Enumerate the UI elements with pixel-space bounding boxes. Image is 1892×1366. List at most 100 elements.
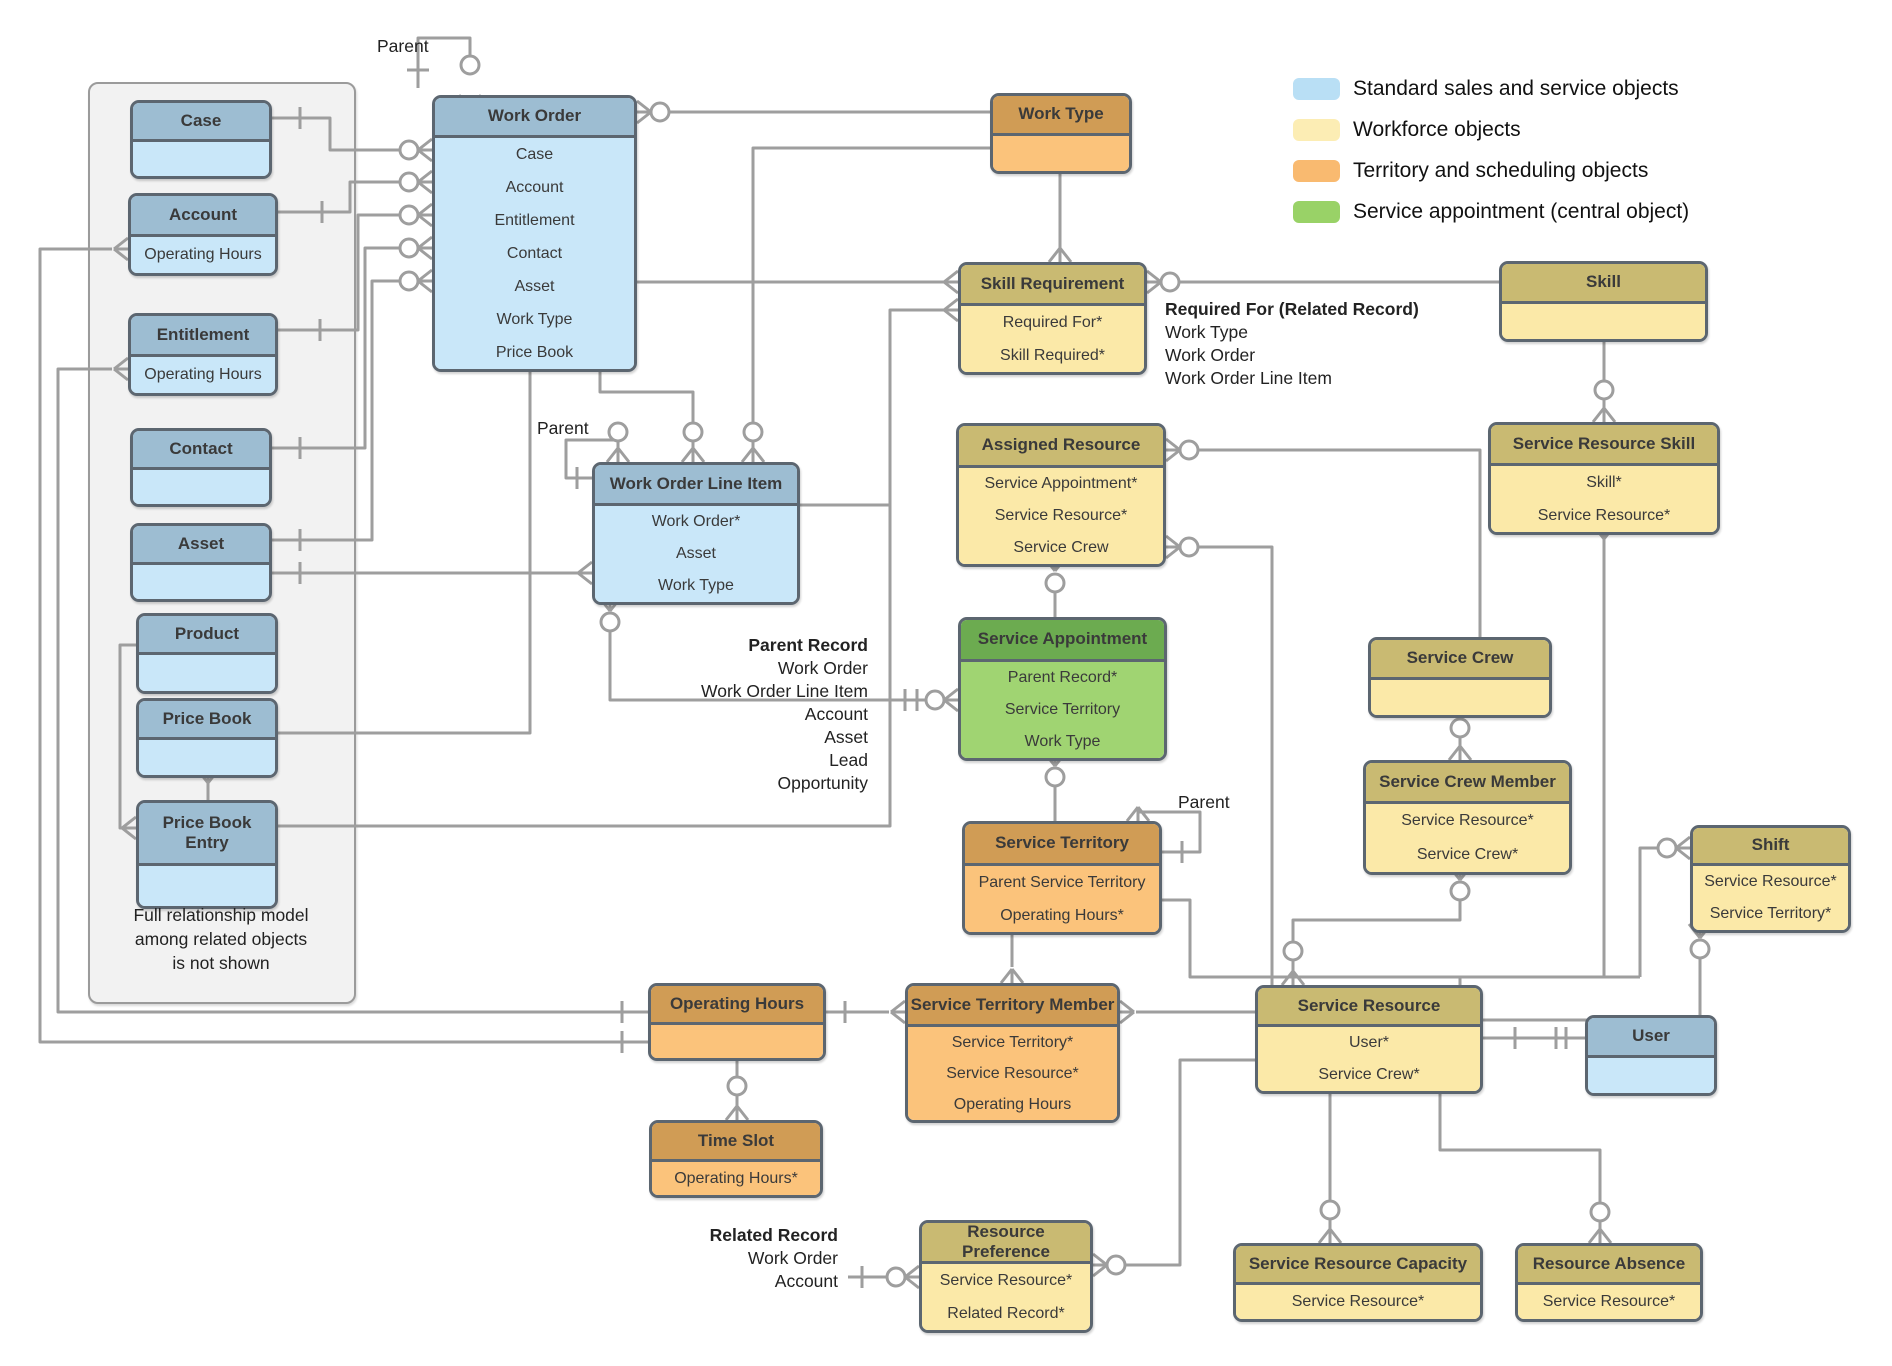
entity-field: Operating Hours xyxy=(144,246,262,263)
entity-body xyxy=(133,139,269,176)
entity-field: Work Type xyxy=(658,577,734,594)
entity-field: Service Territory* xyxy=(1709,905,1832,922)
entity-skill: Skill xyxy=(1499,261,1708,342)
entity-field: Parent Record* xyxy=(1007,669,1118,686)
entity-body xyxy=(1371,677,1549,715)
legend-label: Standard sales and service objects xyxy=(1353,77,1679,100)
entity-field: Service Resource* xyxy=(1542,1293,1676,1310)
entity-title: Resource Preference xyxy=(922,1223,1090,1261)
entity-title: Service Appointment xyxy=(961,620,1164,659)
annotation-line: Work Order xyxy=(777,658,868,678)
entity-contact: Contact xyxy=(130,428,272,507)
entity-field: Service Resource* xyxy=(1401,812,1534,829)
legend-item: Standard sales and service objects xyxy=(1293,74,1689,104)
entity-field: Entitlement xyxy=(494,211,575,229)
entity-body: Operating Hours* xyxy=(652,1159,820,1195)
entity-body: Service Resource* Related Record* xyxy=(922,1261,1090,1330)
entity-field: Service Resource* xyxy=(946,1064,1079,1082)
entity-body: Service Resource*Service Territory* xyxy=(1693,863,1848,930)
entity-body xyxy=(1588,1055,1714,1093)
entity-field: Parent Service Territory xyxy=(978,873,1146,891)
entity-field: Operating Hours xyxy=(144,366,262,383)
entity-title: Work Order Line Item xyxy=(595,465,797,503)
annotation-line: Parent Record xyxy=(748,635,868,655)
entity-field: Account xyxy=(505,178,564,196)
entity-title: Service Resource xyxy=(1258,988,1480,1024)
entity-body: User*Service Crew* xyxy=(1258,1024,1480,1091)
legend-item: Service appointment (central object) xyxy=(1293,197,1689,227)
entity-field: Price Book xyxy=(495,343,574,361)
legend-label: Territory and scheduling objects xyxy=(1353,159,1649,182)
legend-label: Workforce objects xyxy=(1353,118,1521,141)
annotation-line: Account xyxy=(774,1271,838,1291)
annotation-line: Opportunity xyxy=(777,773,868,793)
entity-body: Service Resource* xyxy=(1236,1282,1480,1319)
annotation-line: Asset xyxy=(824,727,868,747)
entity-title: Time Slot xyxy=(652,1123,820,1159)
entity-field: Service Territory* xyxy=(951,1033,1074,1051)
entity-field: Operating Hours* xyxy=(1000,906,1124,924)
entity-title: Skill xyxy=(1502,264,1705,301)
entity-title: Service Resource Skill xyxy=(1491,425,1717,463)
entity-field: Service Appointment* xyxy=(984,475,1138,492)
entity-title: Skill Requirement xyxy=(961,265,1144,303)
entity-field: Service Territory xyxy=(1004,701,1121,718)
note-line: among related objects xyxy=(134,929,308,949)
entity-field: Service Resource* xyxy=(1291,1293,1425,1310)
entity-title: Work Type xyxy=(993,96,1129,133)
entity-body: Service Resource* xyxy=(1518,1282,1700,1319)
parent-label: Parent xyxy=(1178,792,1230,812)
legend-swatch xyxy=(1293,160,1340,182)
entity-body: Required For*Skill Required* xyxy=(961,303,1144,372)
entity-field: User* xyxy=(1348,1034,1389,1051)
entity-title: Assigned Resource xyxy=(959,426,1163,465)
entity-title: Case xyxy=(133,103,269,139)
legend-swatch xyxy=(1293,201,1340,223)
entity-field: Related Record* xyxy=(947,1304,1065,1322)
annotation-line: Required For (Related Record) xyxy=(1165,299,1419,319)
entity-title: User xyxy=(1588,1018,1714,1055)
entity-title: Service Territory Member xyxy=(908,986,1117,1024)
entity-field: Asset xyxy=(675,545,716,562)
entity-field: Skill Required* xyxy=(1000,346,1105,364)
entity-title: Contact xyxy=(133,431,269,467)
entity-field: Service Resource* xyxy=(994,507,1128,524)
entity-service-crew: Service Crew xyxy=(1368,637,1552,718)
entity-field: Case xyxy=(515,145,554,163)
annotation-line: Account xyxy=(804,704,868,724)
entity-body: Service Territory*Service Resource*Opera… xyxy=(908,1024,1117,1120)
entity-title: Asset xyxy=(133,526,269,562)
entity-title: Entitlement xyxy=(131,316,275,354)
entity-title: Price Book Entry xyxy=(139,803,275,863)
note-line: is not shown xyxy=(172,953,270,973)
annotation-line: Work Order xyxy=(747,1248,838,1268)
entity-work-type: Work Type xyxy=(990,93,1132,174)
entity-field: Service Crew xyxy=(1013,539,1109,556)
entity-body xyxy=(139,863,275,906)
entity-body xyxy=(1502,301,1705,339)
annotation-line: Work Order xyxy=(1165,345,1256,365)
entity-product: Product xyxy=(136,613,278,694)
entity-field: Service Resource* xyxy=(939,1271,1073,1289)
entity-field: Operating Hours* xyxy=(674,1169,798,1187)
annotation-line: Work Type xyxy=(1165,322,1248,342)
entity-body xyxy=(133,467,269,504)
entity-case: Case xyxy=(130,100,272,179)
